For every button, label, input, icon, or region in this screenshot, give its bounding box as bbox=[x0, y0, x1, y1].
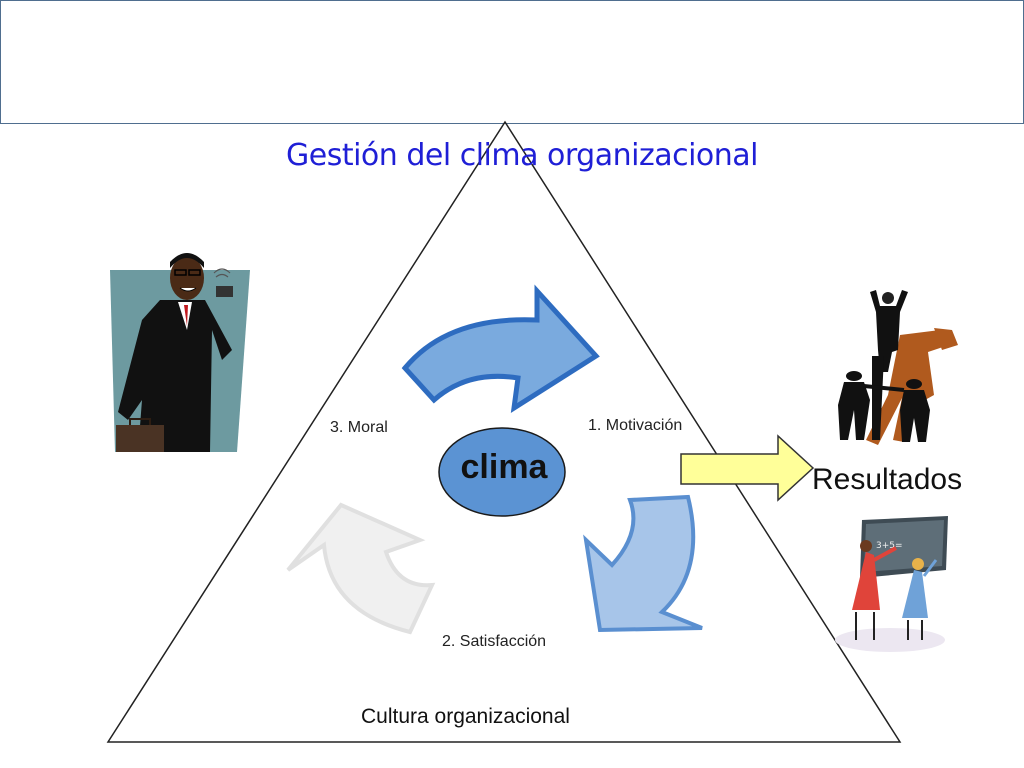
svg-text:3+5=: 3+5= bbox=[876, 541, 903, 551]
businessman-illustration bbox=[110, 253, 250, 452]
clima-label: clima bbox=[460, 448, 548, 486]
label-satisfaction: 2. Satisfacción bbox=[442, 633, 547, 650]
cycle-arrow-right bbox=[583, 494, 703, 633]
results-arrow bbox=[680, 434, 815, 502]
clima-ellipse bbox=[438, 427, 566, 517]
label-base-culture: Cultura organizacional bbox=[361, 705, 570, 728]
teacher-board-illustration: 3+5= bbox=[835, 516, 948, 652]
results-label: Resultados bbox=[812, 463, 963, 496]
slide-title: Gestión del clima organizacional bbox=[286, 138, 759, 173]
team-pyramid-illustration bbox=[838, 290, 958, 445]
label-moral: 3. Moral bbox=[330, 419, 388, 436]
pyramid-triangle bbox=[106, 120, 902, 743]
label-motivation: 1. Motivación bbox=[588, 417, 683, 434]
header-box bbox=[0, 0, 1024, 124]
cycle-arrow-top bbox=[401, 284, 600, 413]
cycle-arrow-left bbox=[286, 502, 436, 635]
